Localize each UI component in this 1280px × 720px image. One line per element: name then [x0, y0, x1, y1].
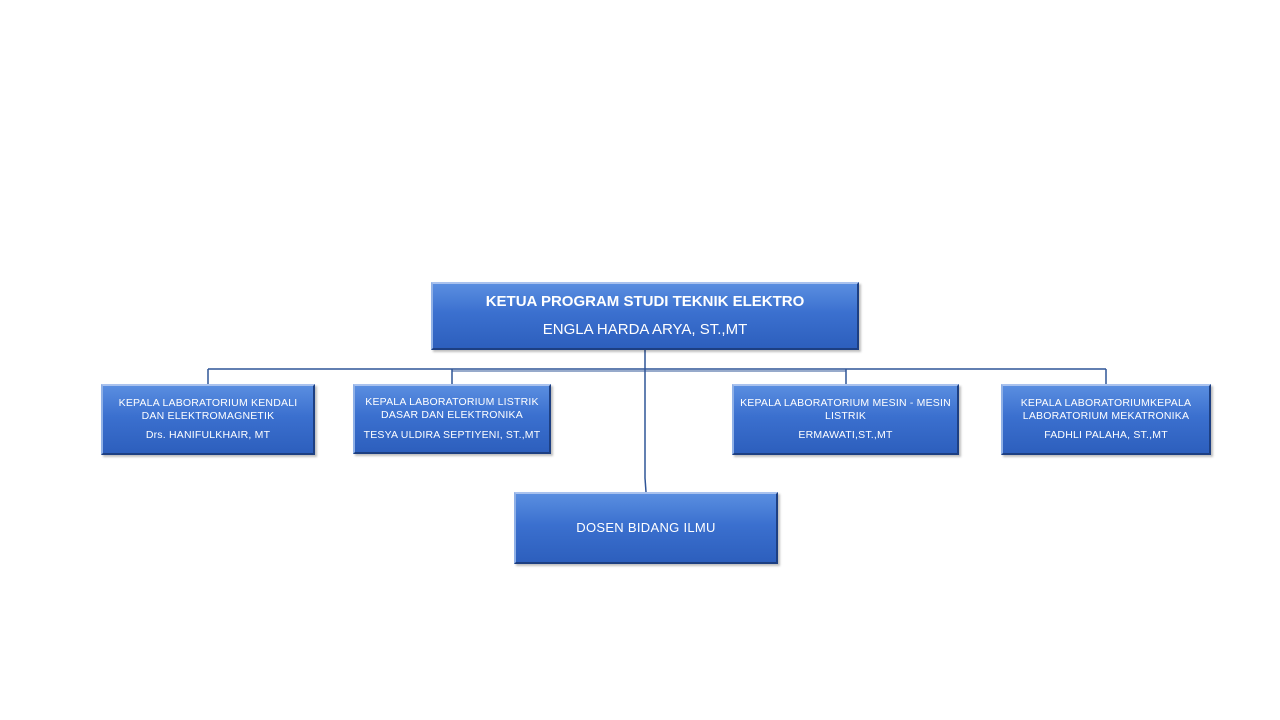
lab-name: Drs. HANIFULKHAIR, MT	[145, 429, 271, 442]
head-box: KETUA PROGRAM STUDI TEKNIK ELEKTRO ENGLA…	[431, 282, 859, 350]
lab-title: KEPALA LABORATORIUMKEPALA LABORATORIUM M…	[1020, 396, 1192, 422]
lab-title: KEPALA LABORATORIUM MESIN - MESIN LISTRI…	[740, 396, 951, 422]
lab-name: ERMAWATI,ST.,MT	[798, 429, 893, 442]
staff-box: DOSEN BIDANG ILMU	[514, 492, 778, 564]
lab-title: KEPALA LABORATORIUM KENDALI DAN ELEKTROM…	[118, 396, 298, 422]
lab-box-mesin-listrik: KEPALA LABORATORIUM MESIN - MESIN LISTRI…	[732, 384, 959, 455]
head-name: ENGLA HARDA ARYA, ST.,MT	[542, 320, 748, 338]
lab-name: TESYA ULDIRA SEPTIYENI, ST.,MT	[363, 428, 541, 441]
lab-box-mekatronika: KEPALA LABORATORIUMKEPALA LABORATORIUM M…	[1001, 384, 1211, 455]
head-title: KETUA PROGRAM STUDI TEKNIK ELEKTRO	[485, 292, 805, 310]
lab-box-listrik-dasar: KEPALA LABORATORIUM LISTRIK DASAR DAN EL…	[353, 384, 551, 454]
connector-trunk-offset	[644, 477, 647, 493]
staff-title: DOSEN BIDANG ILMU	[576, 519, 716, 535]
lab-title: KEPALA LABORATORIUM LISTRIK DASAR DAN EL…	[365, 396, 539, 422]
lab-box-kendali: KEPALA LABORATORIUM KENDALI DAN ELEKTROM…	[101, 384, 315, 455]
lab-name: FADHLI PALAHA, ST.,MT	[1044, 429, 1168, 442]
